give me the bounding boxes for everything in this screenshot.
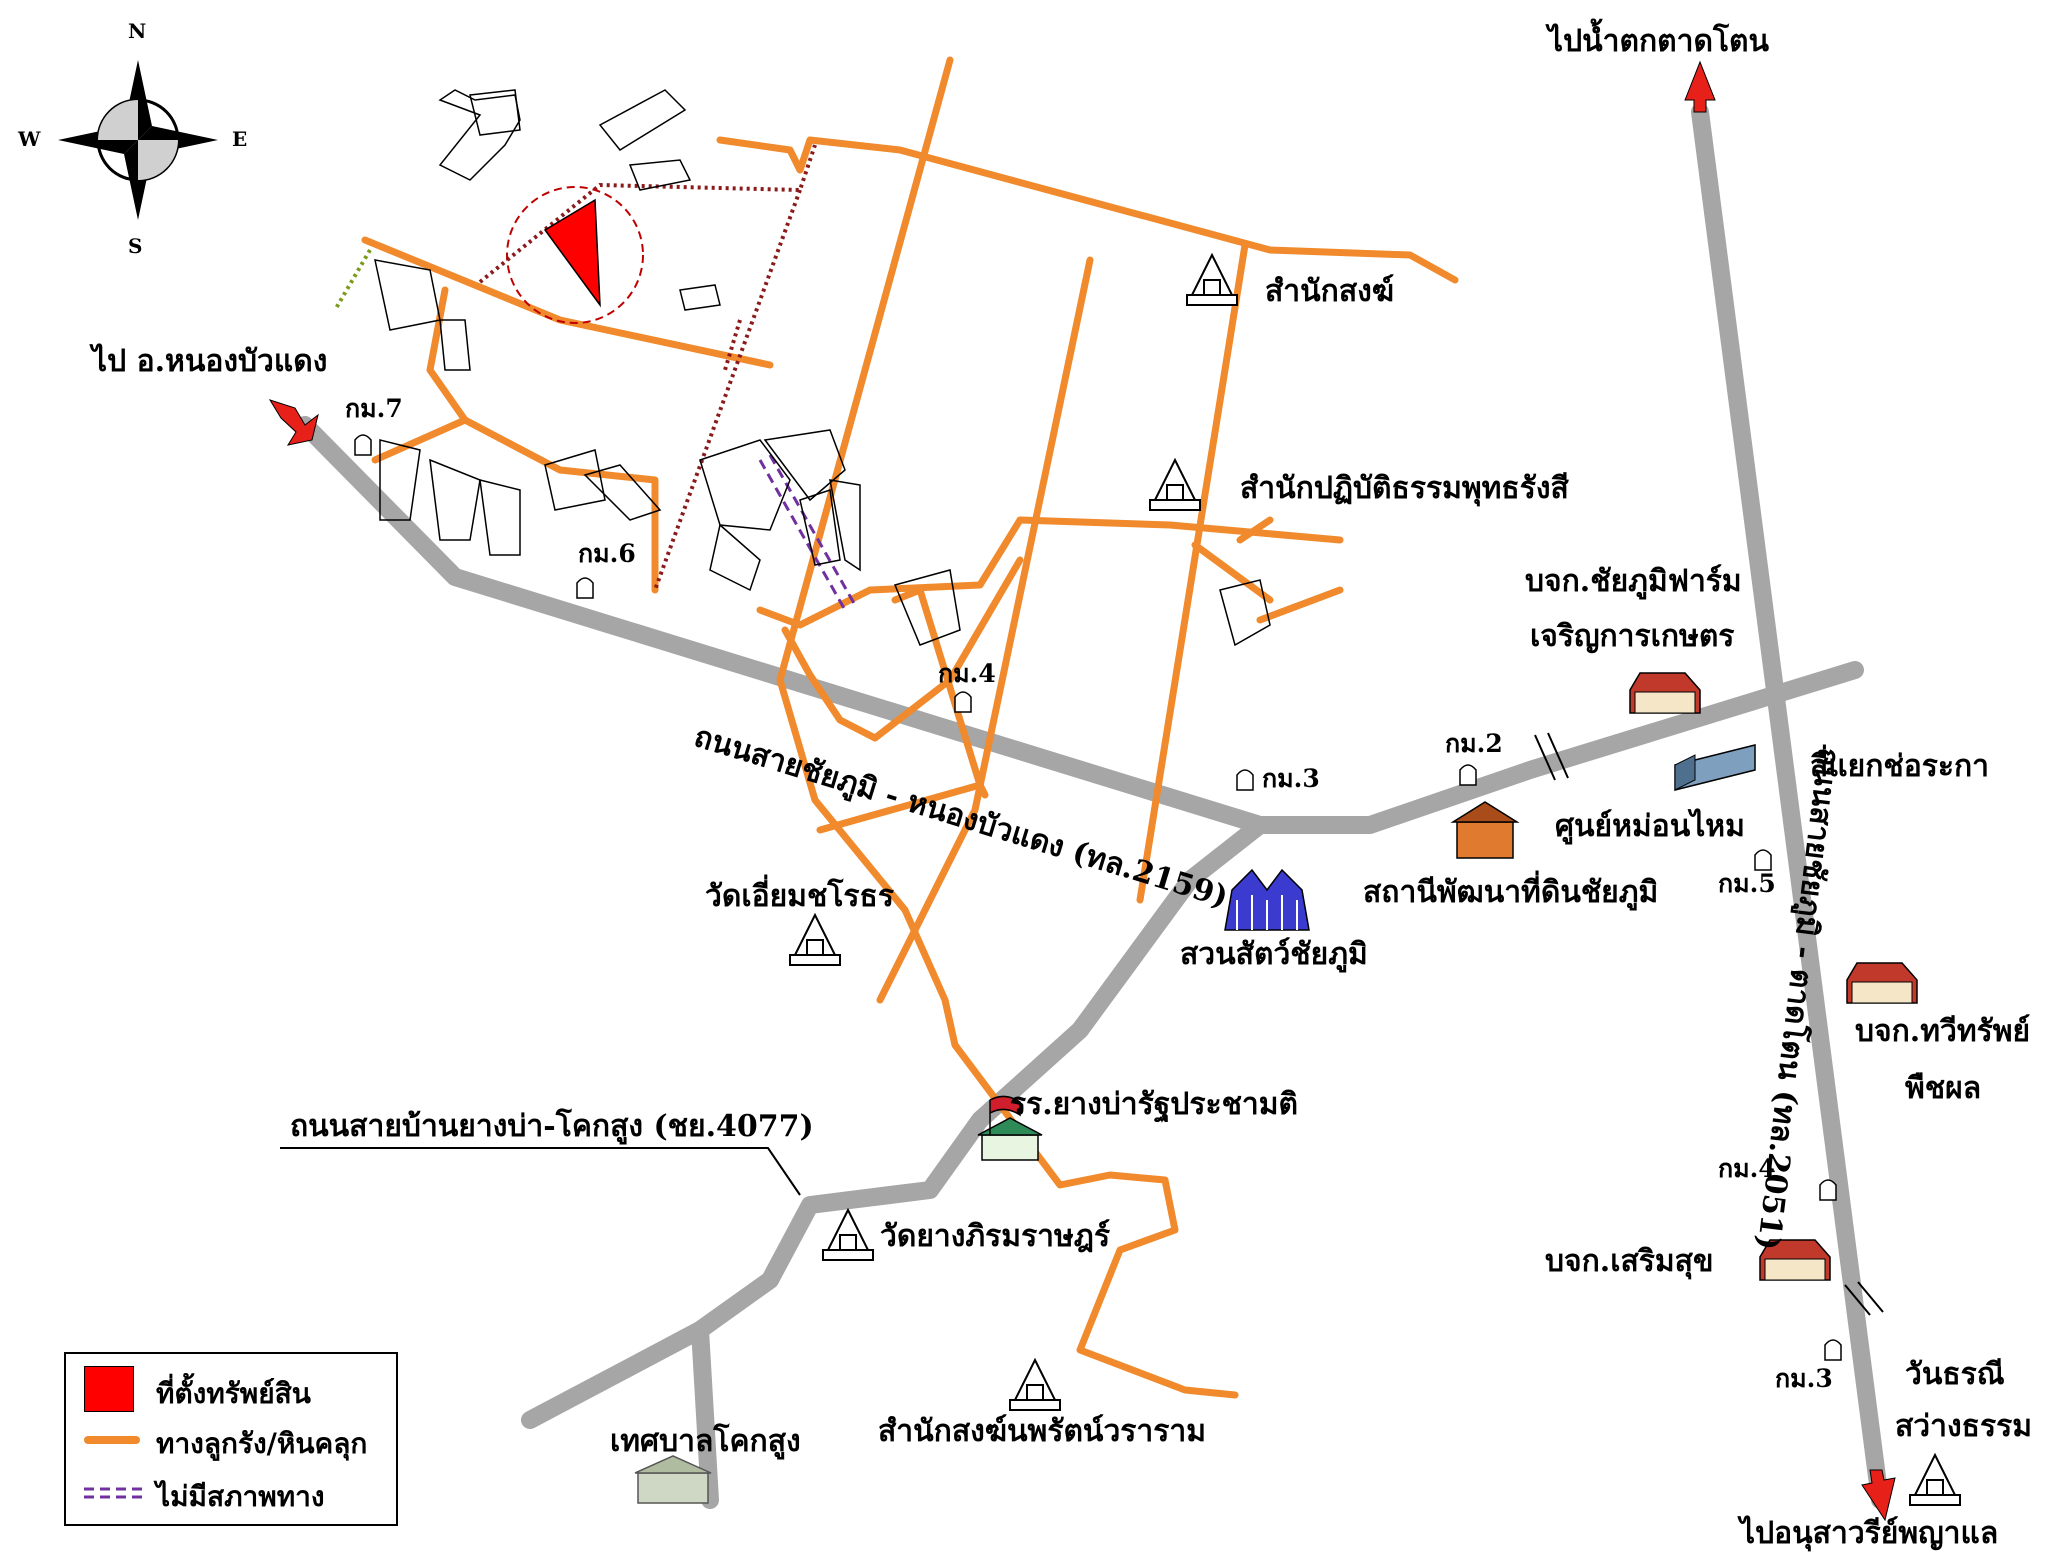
label-to-phaya-lae: ไปอนุสาวรีย์พญาแล — [1740, 1516, 1999, 1551]
compass-north: N — [128, 19, 147, 43]
label-land-dev-station: สถานีพัฒนาที่ดินชัยภูมิ — [1363, 875, 1659, 910]
highways — [296, 103, 1889, 1509]
no-road-path — [758, 454, 857, 611]
label-chaiyaphum-farm-1: บจก.ชัยภูมิฟาร์ม — [1525, 564, 1742, 599]
label-wanthani-1: วันธรณี — [1905, 1357, 2005, 1392]
label-thawi-2: พืชผล — [1905, 1071, 1982, 1106]
label-chaiyaphum-farm-2: เจริญการเกษตร — [1530, 619, 1735, 654]
property-boundary — [478, 144, 817, 591]
km-label-7: กม.7 — [345, 394, 403, 423]
station-building-icon — [1450, 801, 1520, 859]
gravel-roads — [361, 56, 1459, 1399]
road-4077-leader — [280, 1147, 801, 1196]
legend-row-gravel: ทางลูกรัง/หินคลุก — [66, 1416, 396, 1466]
school-icon — [977, 1095, 1043, 1161]
km-icon — [576, 577, 594, 599]
gravel-road-swatch — [84, 1436, 140, 1444]
office-building-icon — [1674, 744, 1756, 791]
label-wat-yang: วัดยางภิรมราษฎร์ — [880, 1219, 1111, 1254]
temple-icon — [1149, 457, 1201, 511]
compass-east: E — [232, 127, 248, 151]
building-icons — [634, 672, 1918, 1504]
km-icon — [354, 434, 372, 456]
farm-building-icon — [1846, 962, 1918, 1004]
property-swatch — [84, 1366, 134, 1412]
km-icon — [954, 691, 972, 713]
label-to-nong-bua-daeng: ไป อ.หนองบัวแดง — [92, 344, 328, 379]
direction-arrows — [268, 60, 1896, 1522]
no-road-swatch — [84, 1487, 144, 1499]
label-soon-mon-mai: ศูนย์หม่อนไหม — [1555, 809, 1745, 844]
km-label-2: กม.2 — [1445, 729, 1503, 758]
temple-icon — [1186, 252, 1238, 306]
label-wat-iam: วัดเอี่ยมชโรธร — [705, 879, 894, 914]
green-dash — [333, 248, 372, 312]
label-thawi-1: บจก.ทวีทรัพย์ — [1855, 1014, 2031, 1049]
legend: ที่ตั้งทรัพย์สิน ทางลูกรัง/หินคลุก ไม่มี… — [64, 1352, 398, 1526]
highway-2051 — [1691, 103, 1889, 1509]
km-icon — [1819, 1179, 1837, 1201]
km-label-4-main: กม.4 — [938, 659, 996, 688]
highway-2159 — [296, 416, 1864, 834]
arrow-to-nong-bua-daeng — [268, 399, 319, 446]
compass-west: W — [18, 127, 41, 151]
temple-icon — [789, 912, 841, 966]
compass-south: S — [128, 234, 143, 258]
label-to-tat-ton-falls: ไปน้ำตกตาดโตน — [1548, 24, 1770, 59]
parcels — [374, 89, 1271, 647]
municipal-office-icon — [634, 1455, 712, 1504]
farm-building-icon — [1759, 1239, 1831, 1281]
legend-property-label: ที่ตั้งทรัพย์สิน — [156, 1377, 311, 1410]
compass-rose — [58, 60, 218, 220]
label-si-yaek: สี่แยกช่อระกา — [1810, 749, 1990, 784]
road-break-marks — [1534, 732, 1884, 1316]
km-icon — [1754, 849, 1772, 871]
km-icon — [1824, 1339, 1842, 1361]
legend-gravel-label: ทางลูกรัง/หินคลุก — [156, 1427, 368, 1460]
km-label-5: กม.5 — [1718, 869, 1776, 898]
farm-building-icon — [1629, 672, 1701, 714]
label-samnak-phrat: สำนักสงฆ์นพรัตน์วราราม — [878, 1414, 1206, 1449]
km-label-3-east: กม.3 — [1775, 1364, 1833, 1393]
temple-icon — [1909, 1452, 1961, 1506]
arrow-to-phaya-lae — [1861, 1469, 1896, 1522]
label-school: รร.ยางบ่ารัฐประชามติ — [1010, 1087, 1299, 1122]
label-samnak-song: สำนักสงฆ์ — [1265, 274, 1395, 309]
zoo-tent-icon — [1224, 868, 1310, 931]
legend-row-property: ที่ตั้งทรัพย์สิน — [66, 1362, 396, 1412]
legend-row-no-road: ไม่มีสภาพทาง — [66, 1469, 396, 1519]
km-label-6: กม.6 — [578, 539, 636, 568]
temple-icon — [1009, 1357, 1061, 1411]
km-icon — [1236, 769, 1254, 791]
label-samnak-patibat: สำนักปฏิบัติธรรมพุทธรังสี — [1240, 471, 1569, 506]
km-label-3-main: กม.3 — [1262, 764, 1320, 793]
km-icon — [1459, 764, 1477, 786]
temple-icons — [789, 252, 1961, 1506]
label-wanthani-2: สว่างธรรม — [1895, 1409, 2032, 1444]
temple-icon — [822, 1207, 874, 1261]
label-road-4077: ถนนสายบ้านยางบ่า-โคกสูง (ชย.4077) — [290, 1109, 814, 1144]
arrow-to-tat-ton — [1684, 60, 1716, 113]
km-milestone-icons — [354, 434, 1842, 1361]
legend-no-road-label: ไม่มีสภาพทาง — [156, 1480, 325, 1513]
highway-4077 — [521, 816, 1269, 1429]
property-marker — [506, 186, 644, 324]
km-label-4-east: กม.4 — [1718, 1154, 1776, 1183]
label-sermsuk: บจก.เสริมสุข — [1545, 1244, 1714, 1279]
label-zoo: สวนสัตว์ชัยภูมิ — [1180, 937, 1368, 972]
label-khok-sung-municipality: เทศบาลโคกสูง — [610, 1424, 801, 1459]
